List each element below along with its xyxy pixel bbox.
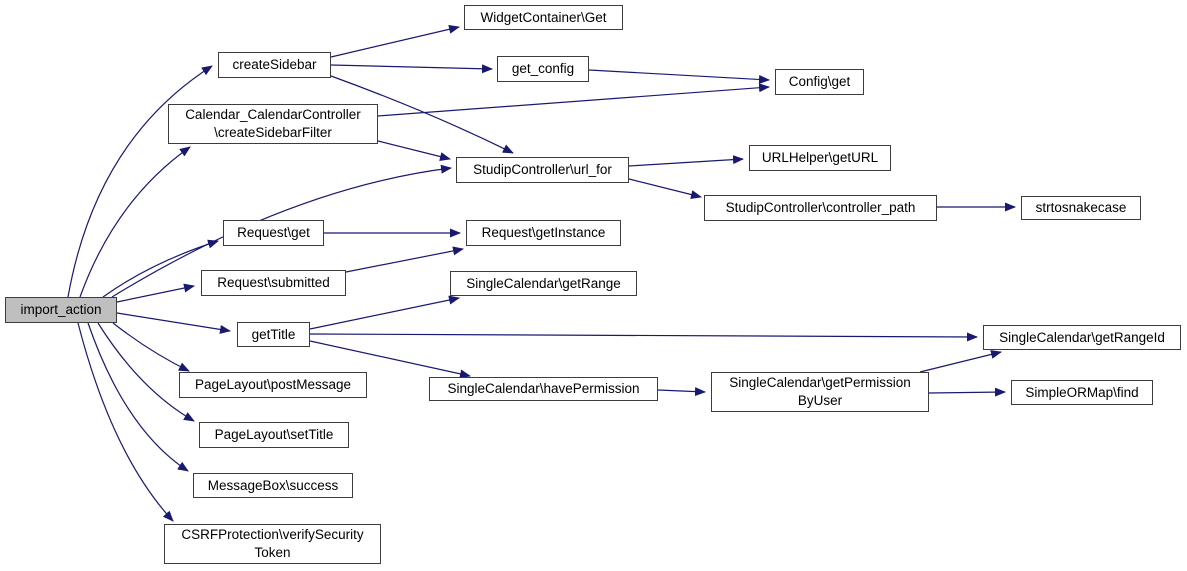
node-url_for[interactable]: StudipController\url_for	[456, 157, 629, 183]
edge-import_action-to-gettitle	[116, 312, 231, 334]
node-get_config[interactable]: get_config	[497, 56, 589, 82]
edge-createsidebar-to-get_config	[330, 64, 493, 74]
edge-import_action-to-pagelayout_postmessage	[112, 322, 190, 372]
edge-createsidebar-to-url_for	[330, 75, 514, 154]
edge-import_action-to-createsidebarfilter	[79, 146, 191, 298]
node-singlecalendar_havepermission[interactable]: SingleCalendar\havePermission	[429, 377, 658, 401]
node-request_getinstance[interactable]: Request\getInstance	[466, 220, 621, 246]
node-urlhelper_geturl[interactable]: URLHelper\getURL	[749, 145, 891, 171]
node-pagelayout_settitle[interactable]: PageLayout\setTitle	[199, 422, 349, 448]
node-gettitle[interactable]: getTitle	[237, 322, 310, 347]
node-request_get[interactable]: Request\get	[223, 220, 324, 246]
node-import_action[interactable]: import_action	[5, 297, 117, 323]
edge-singlecalendar_getpermissionbyuser-to-simpleormap_find	[928, 387, 1006, 397]
node-messagebox_success[interactable]: MessageBox\success	[193, 473, 353, 498]
edge-import_action-to-request_get	[102, 239, 219, 298]
node-simpleormap_find[interactable]: SimpleORMap\find	[1011, 380, 1153, 405]
node-controller_path[interactable]: StudipController\controller_path	[704, 195, 937, 221]
edge-createsidebarfilter-to-url_for	[377, 140, 451, 161]
node-createsidebar[interactable]: createSidebar	[218, 52, 331, 78]
edge-import_action-to-pagelayout_settitle	[97, 322, 195, 422]
edge-import_action-to-url_for	[111, 164, 452, 298]
node-singlecalendar_getpermissionbyuser[interactable]: SingleCalendar\getPermission ByUser	[711, 372, 929, 412]
node-pagelayout_postmessage[interactable]: PageLayout\postMessage	[179, 372, 367, 398]
edge-get_config-to-config_get	[588, 69, 770, 84]
edge-import_action-to-messagebox_success	[87, 322, 189, 472]
edge-import_action-to-csrfprotection_verifysecuritytoken	[77, 322, 174, 522]
edge-import_action-to-createsidebar	[67, 65, 213, 298]
edge-createsidebarfilter-to-config_get	[377, 83, 770, 117]
edge-url_for-to-urlhelper_geturl	[628, 155, 744, 167]
edge-gettitle-to-singlecalendar_getrangeid	[309, 332, 978, 342]
edge-singlecalendar_getpermissionbyuser-to-singlecalendar_getrangeid	[919, 350, 1002, 373]
edge-singlecalendar_havepermission-to-singlecalendar_getpermissionbyuser	[657, 387, 706, 397]
edge-import_action-to-request_submitted	[116, 283, 195, 303]
node-request_submitted[interactable]: Request\submitted	[201, 270, 346, 296]
node-singlecalendar_getrange[interactable]: SingleCalendar\getRange	[450, 271, 637, 296]
edge-gettitle-to-singlecalendar_getrange	[309, 295, 460, 330]
node-config_get[interactable]: Config\get	[775, 69, 864, 95]
edge-createsidebar-to-widgetcontainer_get	[330, 24, 460, 58]
node-csrfprotection_verifysecuritytoken[interactable]: CSRFProtection\verifySecurity Token	[164, 524, 381, 564]
edge-gettitle-to-singlecalendar_havepermission	[309, 340, 471, 379]
node-singlecalendar_getrangeid[interactable]: SingleCalendar\getRangeId	[983, 325, 1181, 350]
edge-request_submitted-to-request_getinstance	[345, 246, 464, 273]
node-widgetcontainer_get[interactable]: WidgetContainer\Get	[464, 5, 623, 30]
node-createsidebarfilter[interactable]: Calendar_CalendarController \createSideb…	[168, 104, 378, 144]
edge-group	[67, 24, 1016, 522]
edge-url_for-to-controller_path	[628, 178, 702, 199]
node-strtosnakecase[interactable]: strtosnakecase	[1021, 196, 1141, 220]
